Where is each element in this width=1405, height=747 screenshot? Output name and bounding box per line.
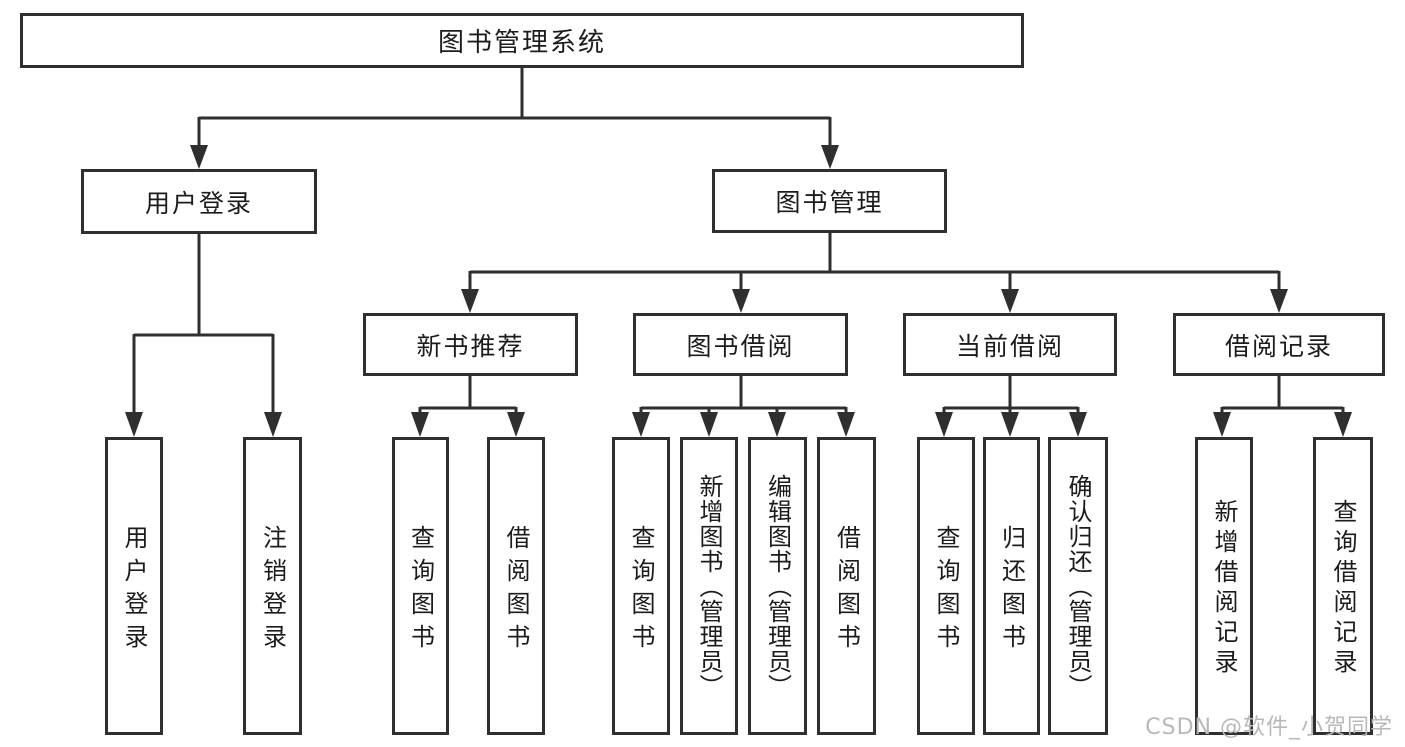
node-label: 查询借阅记录 xyxy=(1329,499,1357,679)
node-label: 借阅记录 xyxy=(1224,331,1333,361)
node-label: 新增借阅记录 xyxy=(1210,499,1238,679)
node-label: 用户登录 xyxy=(144,188,253,218)
node-label: 查询图书 xyxy=(932,524,960,657)
node-label: 当前借阅 xyxy=(955,331,1064,361)
node-label: 图书借阅 xyxy=(686,331,795,361)
node-borrowing-records: 借阅记录 xyxy=(1173,313,1385,376)
node-label: 图书管理 xyxy=(775,188,884,217)
node-book-management: 图书管理 xyxy=(712,169,947,233)
node-label: 查询图书 xyxy=(627,524,655,657)
leaf-query-books-newrec: 查询图书 xyxy=(392,437,449,735)
node-label: 借阅图书 xyxy=(832,524,861,657)
node-label: 新增图书（管理员） xyxy=(695,473,723,699)
node-label: 借阅图书 xyxy=(502,524,530,657)
node-label: 编辑图书（管理员） xyxy=(763,473,792,699)
leaf-borrow-books: 借阅图书 xyxy=(817,437,876,735)
leaf-add-books-admin: 新增图书（管理员） xyxy=(680,437,738,735)
node-label: 确认归还（管理员） xyxy=(1064,473,1092,699)
leaf-edit-books-admin: 编辑图书（管理员） xyxy=(748,437,807,735)
node-label: 归还图书 xyxy=(997,524,1026,657)
leaf-add-borrow-record: 新增借阅记录 xyxy=(1195,437,1253,735)
node-label: 注销登录 xyxy=(258,524,287,657)
leaf-query-books-borrow: 查询图书 xyxy=(612,437,670,735)
node-label: 查询图书 xyxy=(406,524,435,657)
node-current-borrowing: 当前借阅 xyxy=(903,313,1117,376)
node-library-management-system: 图书管理系统 xyxy=(20,13,1024,68)
node-book-borrowing: 图书借阅 xyxy=(633,313,848,376)
leaf-return-books: 归还图书 xyxy=(983,437,1040,735)
leaf-borrow-books-newrec: 借阅图书 xyxy=(487,437,545,735)
leaf-query-borrow-record: 查询借阅记录 xyxy=(1313,437,1373,735)
leaf-confirm-return-admin: 确认归还（管理员） xyxy=(1048,437,1108,735)
leaf-user-login: 用户登录 xyxy=(105,437,163,735)
node-label: 用户登录 xyxy=(120,524,148,657)
node-user-login: 用户登录 xyxy=(81,169,317,234)
node-label: 图书管理系统 xyxy=(437,28,606,58)
node-label: 新书推荐 xyxy=(416,331,525,361)
leaf-query-books-current: 查询图书 xyxy=(917,437,975,735)
csdn-watermark: CSDN @软件_小贺同学 xyxy=(1145,715,1393,740)
node-new-book-recommendation: 新书推荐 xyxy=(363,313,578,376)
leaf-logout: 注销登录 xyxy=(243,437,302,735)
